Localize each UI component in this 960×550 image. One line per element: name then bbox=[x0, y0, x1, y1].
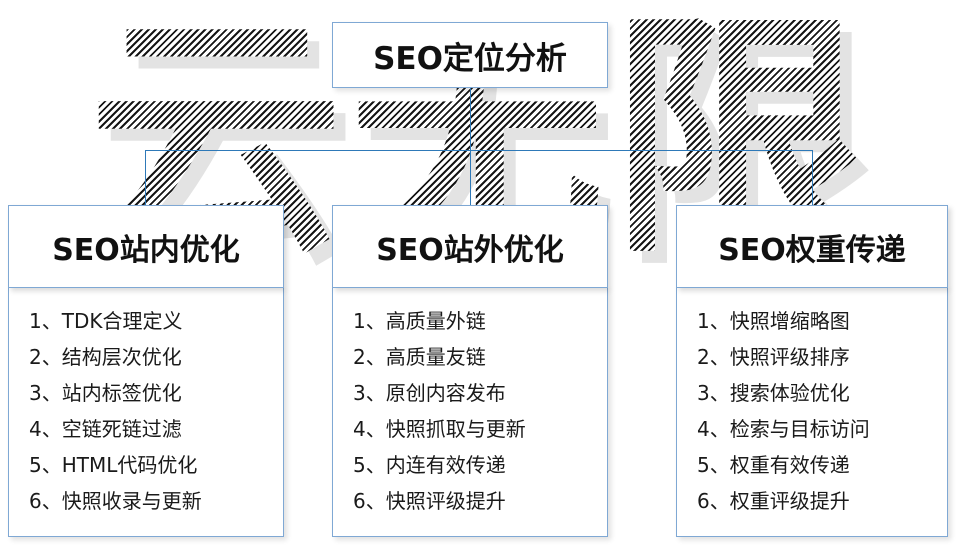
list-item: 1、TDK合理定义 bbox=[29, 309, 183, 333]
list-item: 3、站内标签优化 bbox=[29, 381, 182, 405]
connector-col3-down bbox=[812, 150, 813, 205]
list-item: 2、结构层次优化 bbox=[29, 345, 182, 369]
root-node-title: SEO定位分析 bbox=[373, 40, 567, 77]
column-header-weight: SEO权重传递 bbox=[676, 205, 948, 288]
column-title-weight: SEO权重传递 bbox=[718, 232, 906, 268]
connector-col1-down bbox=[145, 150, 146, 205]
list-item: 4、空链死链过滤 bbox=[29, 417, 182, 441]
list-item: 5、HTML代码优化 bbox=[29, 453, 198, 477]
list-item: 4、快照抓取与更新 bbox=[353, 417, 526, 441]
connector-root-down bbox=[470, 88, 471, 150]
list-item: 3、原创内容发布 bbox=[353, 381, 506, 405]
list-item: 5、内连有效传递 bbox=[353, 453, 506, 477]
column-header-onsite: SEO站内优化 bbox=[8, 205, 284, 288]
connector-col2-down bbox=[470, 150, 471, 205]
list-item: 6、快照评级提升 bbox=[353, 489, 506, 513]
list-item: 2、快照评级排序 bbox=[697, 345, 850, 369]
list-item: 4、检索与目标访问 bbox=[697, 417, 870, 441]
list-item: 1、高质量外链 bbox=[353, 309, 486, 333]
list-item: 2、高质量友链 bbox=[353, 345, 486, 369]
column-body-onsite: 1、TDK合理定义 2、结构层次优化 3、站内标签优化 4、空链死链过滤 5、H… bbox=[8, 287, 284, 537]
list-item: 3、搜索体验优化 bbox=[697, 381, 850, 405]
column-body-weight: 1、快照增缩略图 2、快照评级排序 3、搜索体验优化 4、检索与目标访问 5、权… bbox=[676, 287, 948, 537]
column-title-onsite: SEO站内优化 bbox=[52, 232, 240, 268]
column-body-offsite: 1、高质量外链 2、高质量友链 3、原创内容发布 4、快照抓取与更新 5、内连有… bbox=[332, 287, 608, 537]
list-item: 6、快照收录与更新 bbox=[29, 489, 202, 513]
column-header-offsite: SEO站外优化 bbox=[332, 205, 608, 288]
list-item: 1、快照增缩略图 bbox=[697, 309, 850, 333]
root-node-seo-analysis: SEO定位分析 bbox=[332, 22, 608, 88]
list-item: 6、权重评级提升 bbox=[697, 489, 850, 513]
list-item: 5、权重有效传递 bbox=[697, 453, 850, 477]
column-title-offsite: SEO站外优化 bbox=[376, 232, 564, 268]
connector-horizontal bbox=[145, 150, 812, 151]
